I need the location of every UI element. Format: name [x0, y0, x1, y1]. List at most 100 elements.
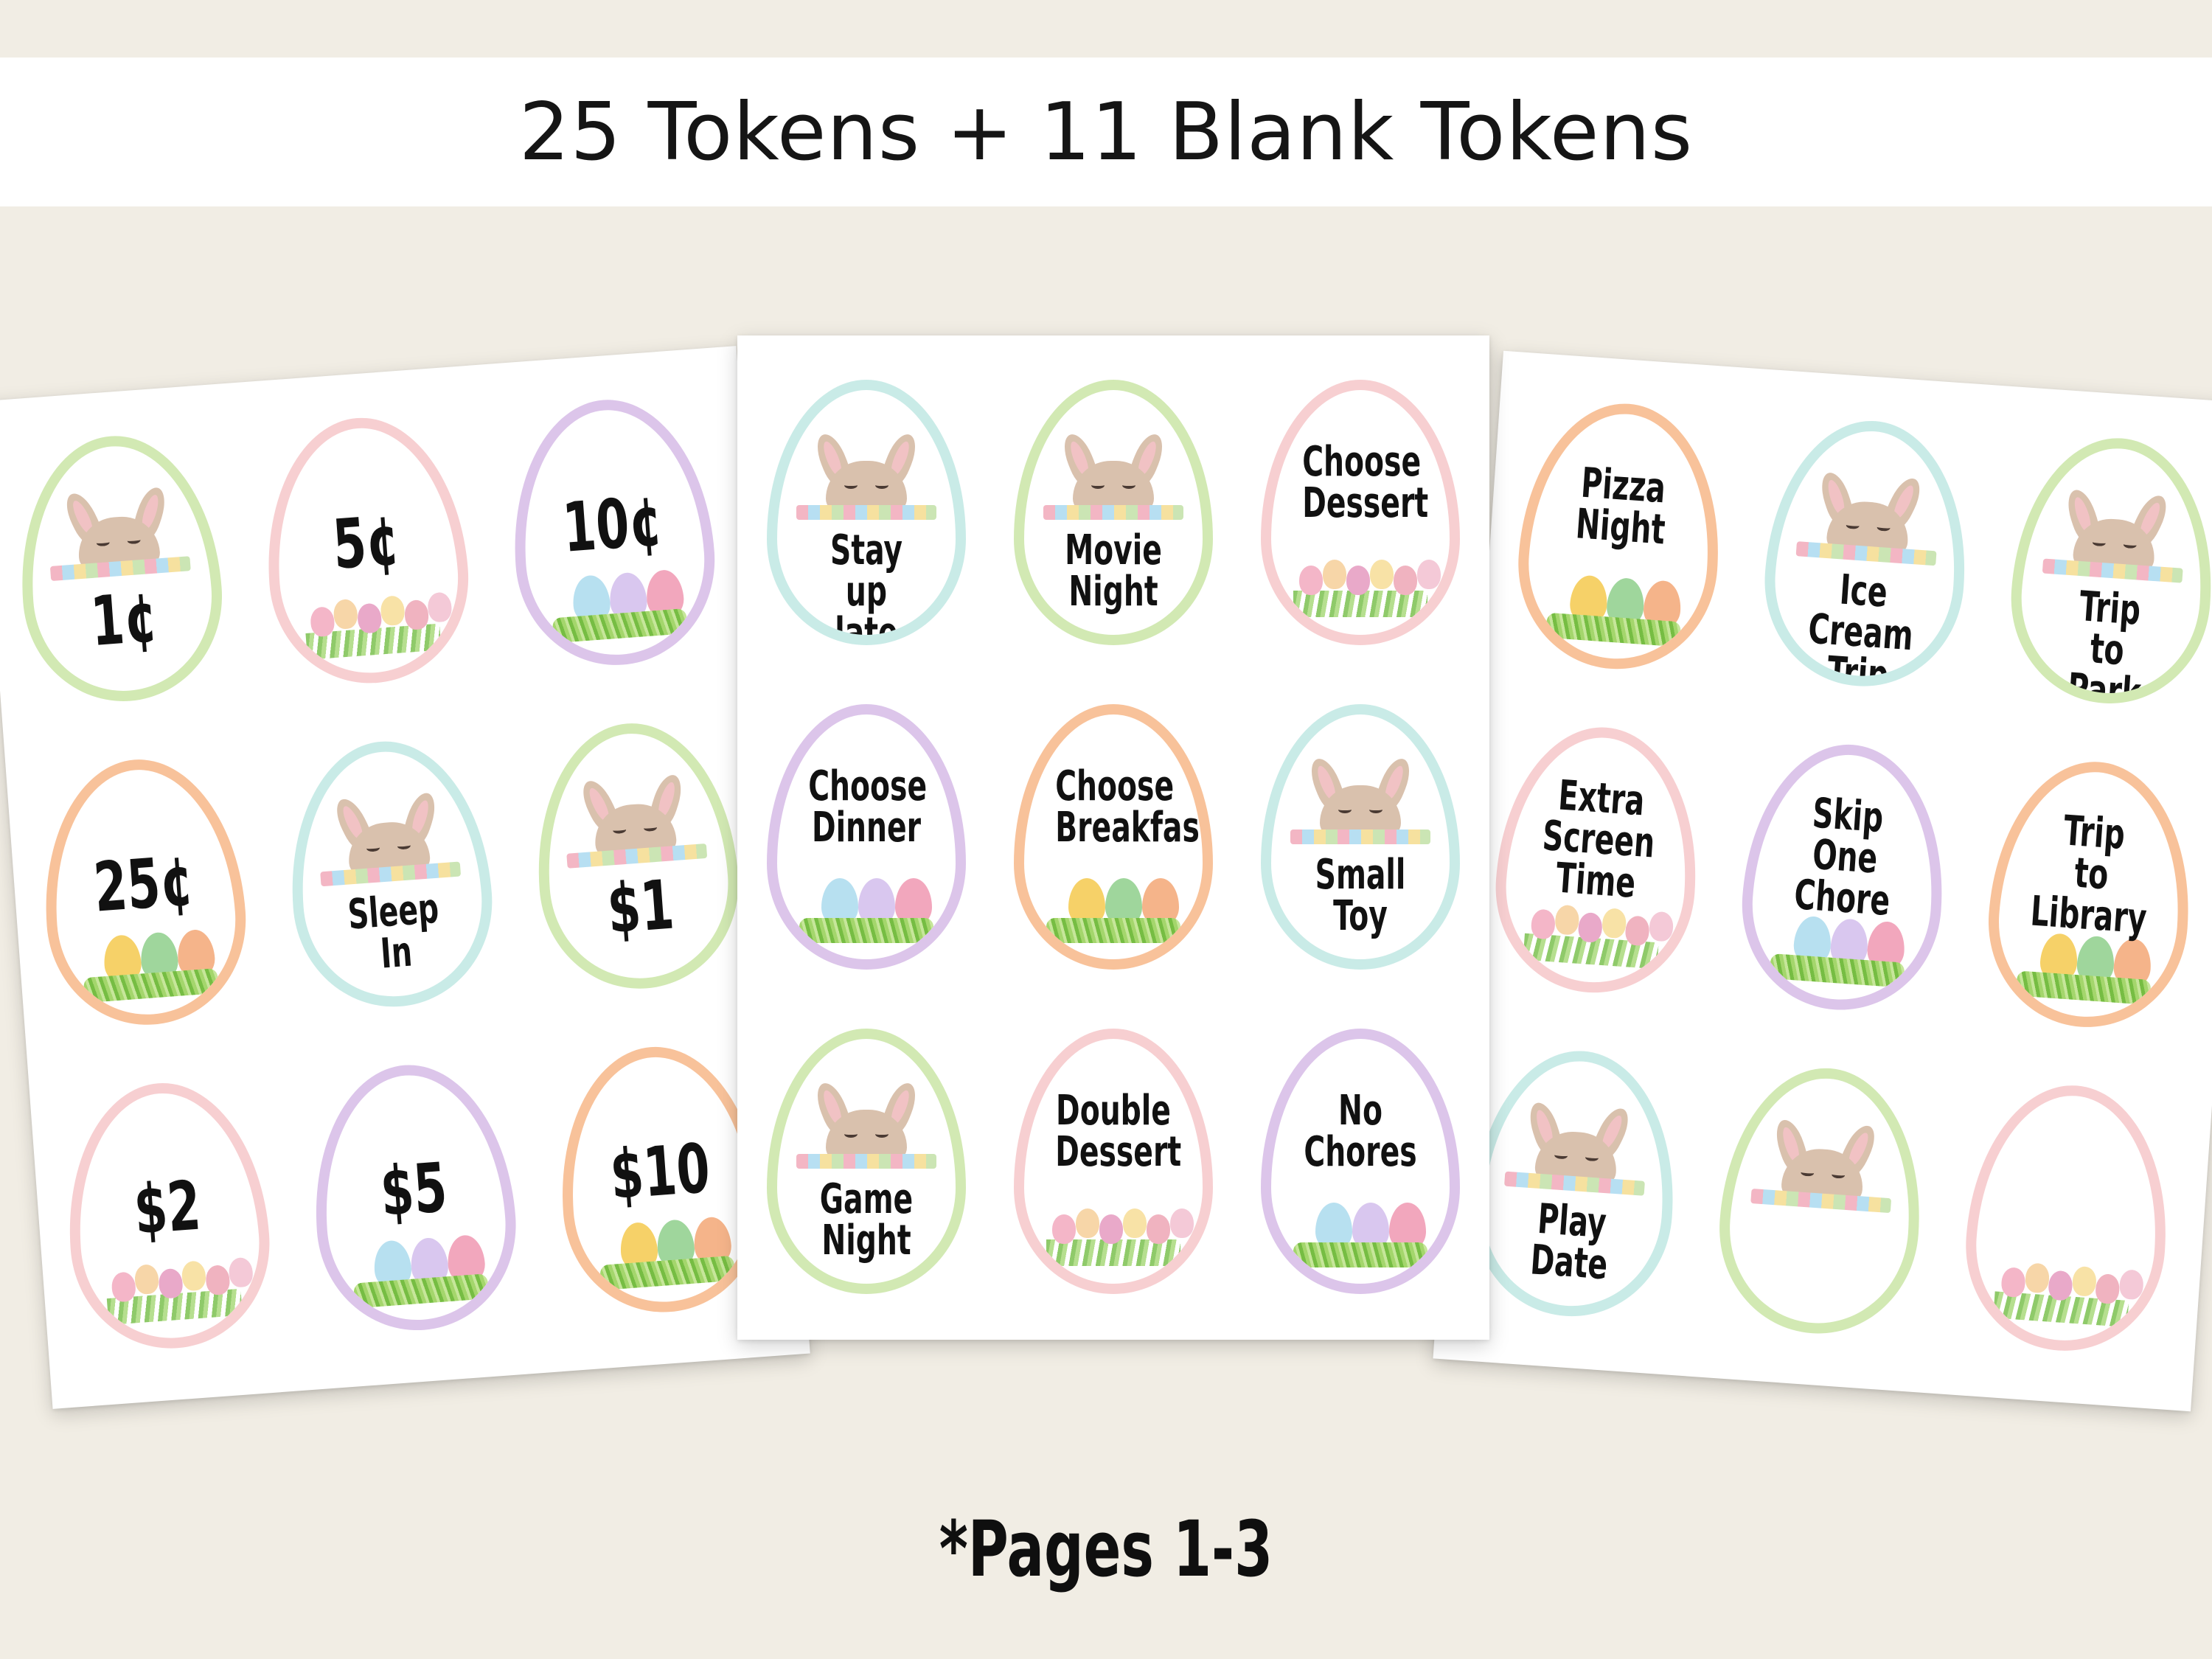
token-label: Pizza Night: [1573, 459, 1668, 554]
egg-token: Small Toy: [1261, 704, 1460, 970]
grass: [353, 1273, 490, 1309]
grass: [83, 967, 219, 1004]
token-sheet-page-1: 1¢ 5¢ 10¢ 25¢Sleep In $1 $2 $5 $10: [0, 346, 810, 1409]
easter-eggs-in-grass: [350, 1228, 490, 1309]
tulip-flower: [204, 1264, 231, 1296]
tulip-flower: [228, 1256, 254, 1288]
tulip-flower: [1417, 560, 1441, 589]
token-label: Play Date: [1528, 1194, 1610, 1290]
token-label: Game Night: [819, 1175, 914, 1265]
picket-fence: [796, 1154, 936, 1169]
token-label: Small Toy: [1315, 851, 1406, 940]
token-label: Choose Dessert: [1302, 438, 1429, 527]
tulip-flower: [333, 598, 359, 630]
tulip-flower: [111, 1271, 137, 1303]
tulip-flower: [356, 602, 383, 634]
egg-token: Skip One Chore: [1735, 737, 1952, 1017]
token-label: $5: [378, 1148, 450, 1232]
easter-eggs-in-grass: [1545, 567, 1684, 647]
tulip-flower: [1170, 1208, 1194, 1238]
egg-token: [1958, 1078, 2177, 1357]
egg-token: Extra Screen Time: [1488, 720, 1706, 1000]
grass: [1046, 918, 1180, 943]
tulips-illustration: [1293, 558, 1441, 617]
token-label: $10: [608, 1128, 713, 1215]
tulip-flower: [1554, 904, 1580, 936]
egg-token: Trip to Park: [2004, 431, 2212, 711]
picket-fence: [796, 505, 936, 520]
picket-fence: [1043, 505, 1183, 520]
egg-token: Pizza Night: [1511, 397, 1729, 676]
tulip-flower: [133, 1263, 160, 1295]
egg-token: Game Night: [767, 1029, 966, 1294]
tulips-illustration: [105, 1256, 254, 1326]
token-label: 10¢: [560, 481, 665, 568]
bunny-face: [1320, 785, 1401, 837]
bunny-eye: [844, 1130, 858, 1138]
token-label: Double Dessert: [1055, 1087, 1182, 1176]
grass: [799, 918, 933, 943]
tulip-flower: [403, 599, 430, 630]
picket-fence: [1290, 830, 1430, 844]
tulip-flower: [1099, 1214, 1123, 1244]
egg-token: 25¢: [35, 752, 254, 1032]
token-label: 1¢: [88, 577, 161, 662]
token-label: No Chores: [1304, 1087, 1417, 1176]
tulip-stems: [1046, 1239, 1180, 1266]
tulip-flower: [1147, 1214, 1170, 1244]
token-label: $2: [131, 1166, 204, 1250]
token-label: Trip to Park: [2065, 582, 2143, 711]
tulips-illustration: [1046, 1207, 1194, 1266]
egg-token: Choose Dinner: [767, 704, 966, 970]
bunny-illustration: [1290, 754, 1430, 844]
bunny-illustration: [796, 430, 936, 520]
bunny-eye: [875, 481, 888, 489]
token-label: 5¢: [330, 501, 403, 585]
tulips-illustration: [1523, 901, 1674, 970]
easter-eggs-in-grass: [549, 563, 688, 644]
bunny-illustration: [45, 484, 191, 582]
bunny-eye: [1122, 481, 1135, 489]
tulip-flower: [1394, 566, 1417, 595]
bunny-eye: [1091, 481, 1105, 489]
token-label: $1: [605, 865, 677, 949]
egg-token: Sleep In: [281, 734, 500, 1014]
tulip-flower: [426, 591, 453, 623]
tulips-illustration: [303, 591, 453, 660]
egg-token: $5: [305, 1057, 524, 1338]
egg-token: Double Dessert: [1014, 1029, 1213, 1294]
tulips-illustration: [1993, 1259, 2145, 1327]
page-title: 25 Tokens + 11 Blank Tokens: [518, 86, 1694, 178]
easter-eggs-in-grass: [597, 1210, 736, 1290]
bunny-face: [826, 1110, 907, 1161]
bunny-eye: [844, 481, 858, 489]
token-label: Stay up late: [830, 526, 902, 645]
bunny-illustration: [1750, 1116, 1896, 1214]
tulip-stems: [1293, 591, 1427, 617]
easter-eggs-in-grass: [80, 922, 219, 1004]
grass: [599, 1255, 736, 1290]
token-label: Choose Breakfast: [1055, 762, 1213, 852]
tulip-flower: [1601, 908, 1627, 939]
egg-token: 10¢: [504, 392, 723, 672]
token-label: Choose Dinner: [808, 762, 928, 852]
bunny-face: [826, 461, 907, 512]
bunny-illustration: [796, 1079, 936, 1169]
egg-token: Choose Dessert: [1261, 380, 1460, 645]
bunny-illustration: [315, 789, 462, 887]
tulip-flower: [1346, 566, 1370, 595]
tulip-flower: [2024, 1262, 2051, 1294]
egg-token: Ice Cream Trip: [1757, 414, 1975, 693]
tulip-flower: [1648, 911, 1674, 942]
bunny-illustration: [1043, 430, 1183, 520]
easter-eggs-in-grass: [799, 872, 933, 943]
easter-eggs-in-grass: [1046, 872, 1180, 943]
bunny-illustration: [561, 771, 708, 869]
token-label: Ice Cream Trip: [1806, 566, 1915, 693]
tulip-flower: [1323, 560, 1346, 589]
egg-token: Play Date: [1466, 1044, 1683, 1324]
token-label: Trip to Library: [2028, 807, 2149, 944]
title-banner: 25 Tokens + 11 Blank Tokens: [0, 58, 2212, 206]
tulip-flower: [1370, 560, 1394, 589]
tulip-flower: [1299, 566, 1323, 595]
